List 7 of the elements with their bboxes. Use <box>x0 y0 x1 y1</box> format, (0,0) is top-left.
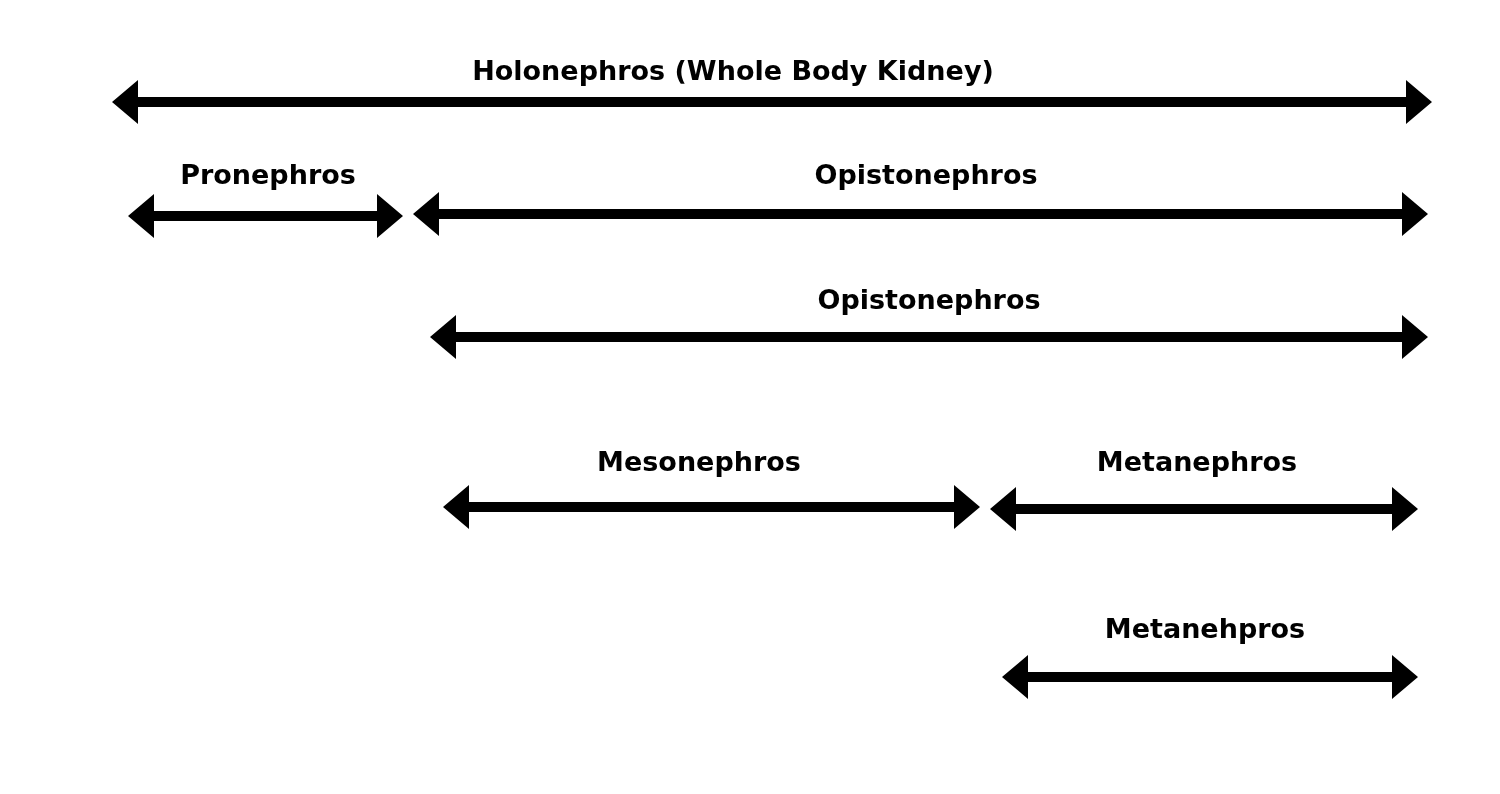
range-label: Holonephros (Whole Body Kidney) <box>472 54 994 86</box>
range-label: Pronephros <box>180 158 356 190</box>
range-label: Metanehpros <box>1104 612 1306 644</box>
range-label: Opistonephros <box>814 158 1038 190</box>
range-label: Mesonephros <box>597 445 801 477</box>
range-label: Metanephros <box>1096 445 1298 477</box>
range-label: Opistonephros <box>817 283 1041 315</box>
